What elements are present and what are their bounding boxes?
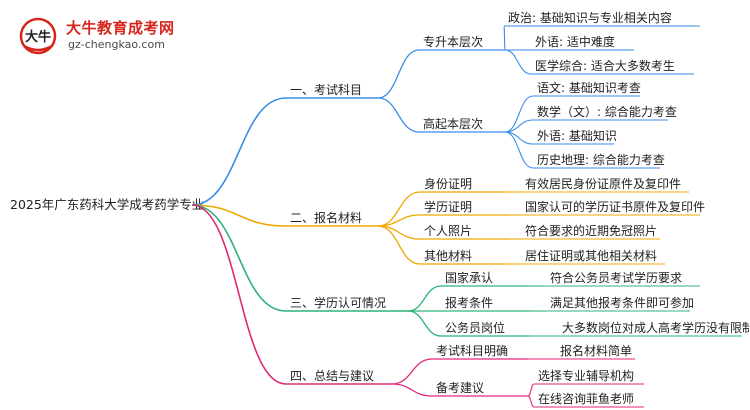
sub-label: 报考条件 [445, 295, 493, 310]
sub-label: 高起本层次 [423, 116, 483, 131]
sub-connector [391, 383, 433, 397]
leaf-label: 外语: 适中难度 [535, 34, 615, 49]
leaf-label: 外语: 基础知识 [537, 129, 617, 143]
leaf-label: 语文: 基础知识考查 [537, 80, 641, 95]
branch-label: 三、学历认可情况 [290, 295, 386, 310]
leaf-label: 报名材料简单 [560, 343, 632, 358]
leaf-connector [504, 119, 534, 133]
root-label: 2025年广东药科大学成考药学专业 [10, 197, 204, 212]
sub-label: 学历证明 [424, 199, 472, 214]
sub-connector [391, 358, 433, 385]
leaf-label: 符合要求的近期免冠照片 [525, 223, 657, 238]
sub-connector [407, 285, 442, 312]
leaf-connector [504, 49, 532, 75]
sub-connector [407, 310, 442, 337]
leaf-connector [504, 95, 534, 133]
sub-connector [377, 225, 421, 265]
leaf-label: 选择专业辅导机构 [538, 368, 634, 383]
site-logo[interactable]: 大牛 大牛教育成考网 gz-chengkao.com [18, 16, 248, 56]
logo-badge-text: 大牛 [25, 29, 51, 45]
sub-connector [377, 191, 421, 227]
branch-connector [191, 97, 287, 206]
sub-connector [377, 97, 420, 133]
sub-label: 其他材料 [424, 249, 472, 263]
leaf-label: 历史地理: 综合能力考查 [537, 152, 665, 167]
branch-label: 二、报名材料 [290, 210, 362, 225]
leaf-label: 符合公务员考试学历要求 [550, 270, 682, 285]
branch-connector [191, 204, 287, 227]
sub-label: 国家承认 [445, 270, 493, 285]
sub-label: 公务员岗位 [445, 320, 505, 335]
leaf-label: 居住证明或其他相关材料 [525, 249, 657, 263]
leaf-label: 医学综合: 适合大多数考生 [535, 58, 675, 73]
leaf-connector [527, 383, 535, 397]
branch-label: 一、考试科目 [290, 82, 362, 97]
sub-label: 个人照片 [424, 224, 472, 238]
leaf-label: 满足其他报考条件即可参加 [550, 295, 694, 310]
leaf-label: 数学（文）: 综合能力考查 [537, 104, 677, 119]
leaf-label: 大多数岗位对成人高考学历没有限制 [562, 320, 750, 335]
branch-label: 四、总结与建议 [290, 369, 374, 383]
leaf-label: 有效居民身份证原件及复印件 [525, 176, 681, 191]
logo-url: gz-chengkao.com [68, 38, 165, 51]
sub-label: 考试科目明确 [436, 343, 508, 358]
branch-connector [191, 204, 287, 312]
sub-label: 身份证明 [424, 176, 472, 191]
logo-title: 大牛教育成考网 [66, 19, 175, 37]
sub-label: 备考建议 [436, 381, 484, 395]
sub-connector [377, 49, 420, 99]
leaf-label: 国家认可的学历证书原件及复印件 [525, 199, 705, 214]
leaf-connector [527, 395, 535, 408]
logo-badge-icon: 大牛 [19, 17, 57, 55]
branch-connector [191, 204, 287, 385]
leaf-connector [503, 25, 506, 51]
leaf-connector [504, 131, 534, 169]
leaf-label: 政治: 基础知识与专业相关内容 [508, 10, 672, 25]
sub-label: 专升本层次 [423, 34, 483, 49]
leaf-label: 在线咨询菲鱼老师 [538, 391, 634, 406]
